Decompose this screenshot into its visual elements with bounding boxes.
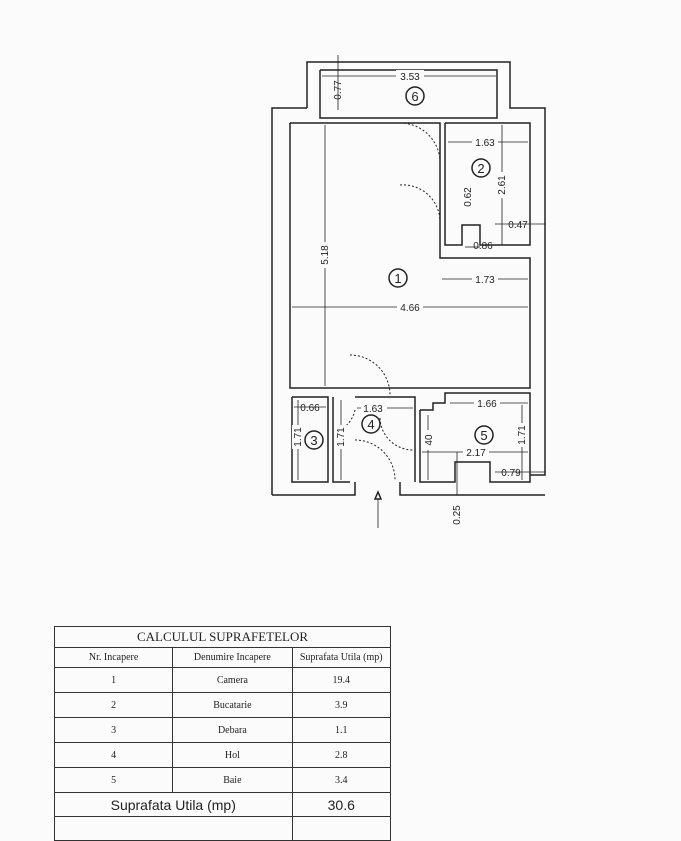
dim-label: 0.66 bbox=[300, 403, 320, 414]
cell: Hol bbox=[172, 742, 293, 768]
cell: 19.4 bbox=[291, 667, 392, 693]
dim-label: 1.66 bbox=[477, 399, 497, 410]
column-header: Nr. Incapere bbox=[53, 647, 174, 668]
dim-label: 0.47 bbox=[508, 220, 528, 231]
cell: 1 bbox=[53, 667, 174, 693]
room-number-2: 2 bbox=[477, 161, 484, 176]
dim-label: 0.77 bbox=[333, 80, 344, 100]
dim-label: 1.71 bbox=[336, 427, 347, 447]
room-number-4: 4 bbox=[367, 417, 374, 432]
column-header: Suprafata Utila (mp) bbox=[291, 647, 392, 668]
dim-label: 0.86 bbox=[473, 241, 493, 252]
area-table: CALCULUL SUPRAFETELOR Nr. Incapere Denum… bbox=[53, 626, 392, 841]
cell: Baie bbox=[172, 767, 293, 793]
cell: Camera bbox=[172, 667, 293, 693]
total-row: Suprafata Utila (mp) 30.6 bbox=[54, 792, 392, 817]
extra-row bbox=[54, 816, 392, 841]
walls bbox=[271, 61, 546, 496]
cell: Bucatarie bbox=[172, 692, 293, 718]
cell: 3 bbox=[53, 717, 174, 743]
entrance-arrow-icon bbox=[373, 490, 383, 500]
doors bbox=[339, 122, 441, 481]
room-number-6: 6 bbox=[411, 89, 418, 104]
dim-label: 1.63 bbox=[363, 404, 383, 415]
dimension-lines bbox=[292, 55, 545, 528]
table-title: CALCULUL SUPRAFETELOR bbox=[54, 626, 391, 648]
dim-label: 5.18 bbox=[320, 245, 331, 265]
cell: 2.8 bbox=[291, 742, 392, 768]
dim-label: 2.61 bbox=[497, 175, 508, 195]
cell: Debara bbox=[172, 717, 293, 743]
room-number-3: 3 bbox=[310, 433, 317, 448]
dim-label: 0.79 bbox=[501, 468, 521, 479]
total-value: 30.6 bbox=[291, 792, 392, 817]
dimension-labels: 3.53 0.77 1.63 2.61 0.62 0.47 0.86 5.18 … bbox=[292, 70, 528, 525]
dim-label: 0.62 bbox=[463, 187, 474, 207]
dim-label: 1.63 bbox=[475, 138, 495, 149]
total-label: Suprafata Utila (mp) bbox=[54, 792, 293, 817]
dim-label: 1.73 bbox=[475, 275, 495, 286]
column-header: Denumire Incapere bbox=[172, 647, 293, 668]
dim-label: 1.71 bbox=[517, 425, 528, 445]
room-number-1: 1 bbox=[394, 271, 401, 286]
cell: 3.9 bbox=[291, 692, 392, 718]
cell: 5 bbox=[53, 767, 174, 793]
dim-label: 3.53 bbox=[400, 72, 420, 83]
cell: 4 bbox=[53, 742, 174, 768]
cell: 3.4 bbox=[291, 767, 392, 793]
cell: 1.1 bbox=[291, 717, 392, 743]
dim-label: 0.25 bbox=[452, 505, 463, 525]
dim-label: 4.66 bbox=[400, 303, 420, 314]
dim-label: 1.71 bbox=[293, 427, 304, 447]
cell: 2 bbox=[53, 692, 174, 718]
room-number-5: 5 bbox=[480, 428, 487, 443]
room-labels: 6 2 1 3 4 5 bbox=[304, 86, 494, 450]
floor-plan: 6 2 1 3 4 5 3.53 0.77 1.63 2.61 0.62 0.4… bbox=[271, 55, 546, 528]
dim-label: 40 bbox=[424, 434, 435, 446]
dim-label: 2.17 bbox=[466, 448, 486, 459]
